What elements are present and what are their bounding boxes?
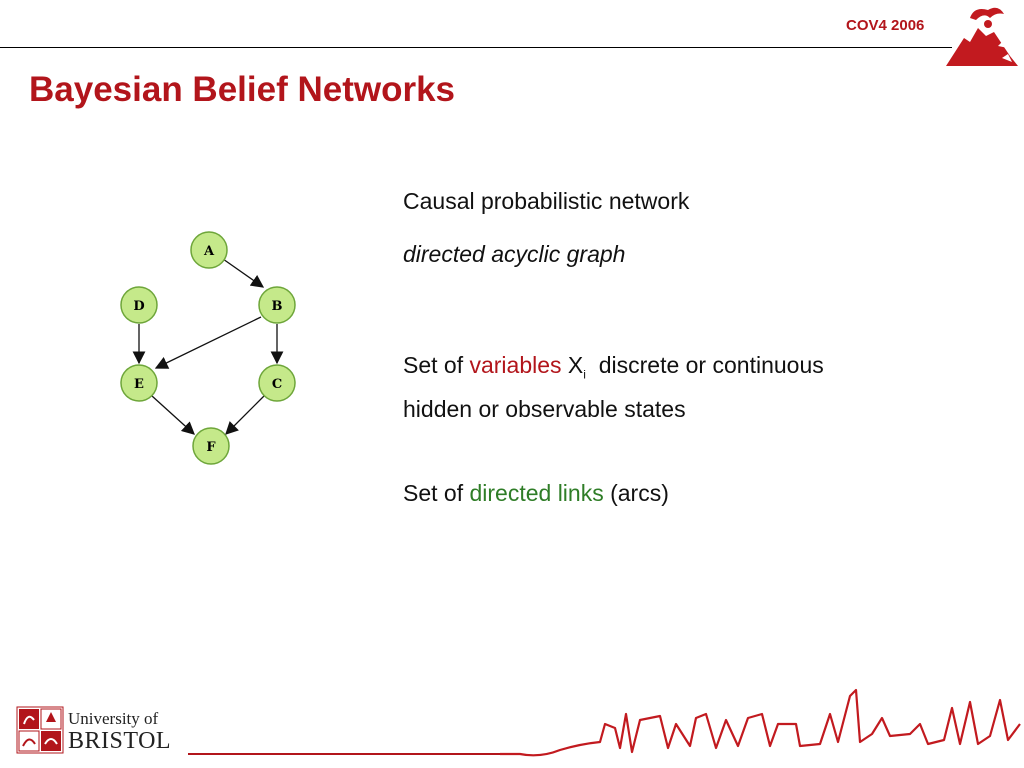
- links-line: Set of directed links (arcs): [403, 476, 669, 510]
- footer-divider: [188, 753, 508, 755]
- university-crest-icon: [16, 706, 64, 754]
- svg-text:B: B: [272, 299, 283, 314]
- node-f: F: [192, 427, 230, 465]
- conference-label: COV4 2006: [846, 17, 925, 34]
- edge-b-e: [154, 316, 262, 369]
- variables-highlight: variables: [469, 352, 562, 378]
- node-b: B: [258, 286, 296, 324]
- svg-text:F: F: [206, 440, 216, 455]
- university-line1: University of: [68, 709, 159, 728]
- variables-states-line: hidden or observable states: [403, 395, 686, 422]
- edge-a-b: [222, 258, 265, 288]
- variables-block: Set of variables Xi discrete or continuo…: [403, 348, 824, 426]
- volcano-logo-icon: [946, 7, 1018, 66]
- bristol-skyline-icon: [500, 688, 1021, 757]
- variables-prefix: Set of: [403, 352, 470, 378]
- variable-symbol: X: [567, 352, 584, 378]
- links-prefix: Set of: [403, 480, 470, 506]
- node-d: D: [120, 286, 158, 324]
- slide-title: Bayesian Belief Networks: [29, 70, 456, 109]
- links-highlight: directed links: [469, 480, 604, 506]
- node-e: E: [120, 364, 158, 402]
- svg-text:E: E: [134, 377, 144, 392]
- variables-suffix: discrete or continuous: [585, 352, 824, 378]
- node-c: C: [258, 364, 296, 402]
- university-wordmark: University of BRISTOL: [68, 709, 172, 755]
- links-suffix: (arcs): [603, 480, 669, 506]
- variable-subscript: i: [583, 367, 586, 382]
- edge-e-f: [151, 395, 195, 435]
- line-causal-network: Causal probabilistic network: [403, 188, 690, 214]
- svg-text:D: D: [133, 299, 144, 314]
- svg-text:A: A: [203, 244, 215, 259]
- header-divider: [0, 47, 952, 48]
- university-line2: BRISTOL: [68, 728, 172, 754]
- node-a: A: [190, 231, 228, 269]
- svg-text:C: C: [272, 377, 282, 392]
- edge-c-f: [225, 395, 265, 435]
- dag-diagram: A B C D E F: [120, 231, 296, 465]
- line-dag: directed acyclic graph: [403, 241, 626, 267]
- variables-line: Set of variables Xi discrete or continuo…: [403, 348, 824, 392]
